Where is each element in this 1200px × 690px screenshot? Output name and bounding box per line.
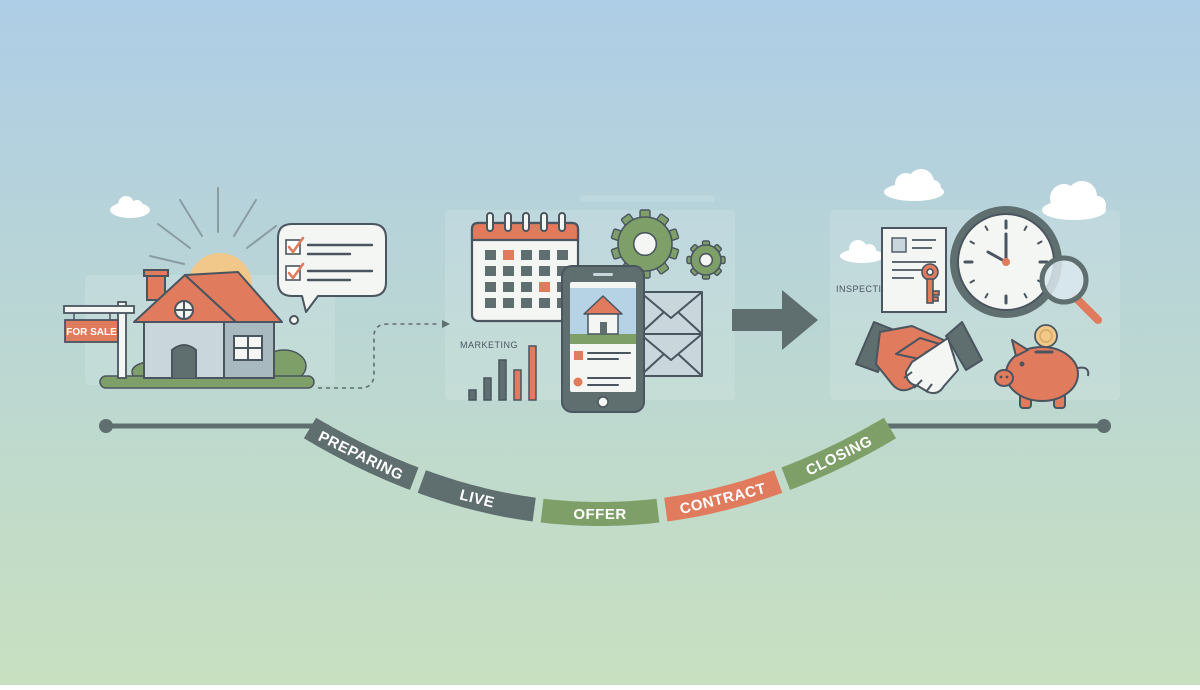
stage-label-offer: OFFER [573,506,626,523]
envelope-icon [639,291,703,377]
magnifier-icon [1039,255,1102,324]
for-sale-sign-icon: FOR SALE [63,301,135,379]
checklist-bubble-icon [277,223,387,325]
coin-icon [1034,324,1058,348]
clock-icon [950,206,1062,318]
cloud-icon [110,169,1106,263]
house-icon [133,269,283,379]
right-arrow-icon [732,290,818,350]
marketing-label: MARKETING [460,340,518,350]
stage-segment-contract [664,470,783,522]
smartphone-listing-icon [561,265,645,413]
for-sale-sign-label: FOR SALE [66,327,117,338]
handshake-icon [855,321,983,395]
calendar-icon [470,212,580,323]
bar-chart-icon [468,345,537,401]
key-icon [921,263,940,304]
inspection-label: INSPECTION [836,284,896,294]
stage-segment-offer [540,498,660,526]
stage-segment-live [417,470,536,522]
stage-segment-closing [781,417,897,490]
dashed-arrow-icon [318,320,450,389]
piggy-bank-icon [994,339,1090,409]
stage-segment-preparing [303,417,419,490]
